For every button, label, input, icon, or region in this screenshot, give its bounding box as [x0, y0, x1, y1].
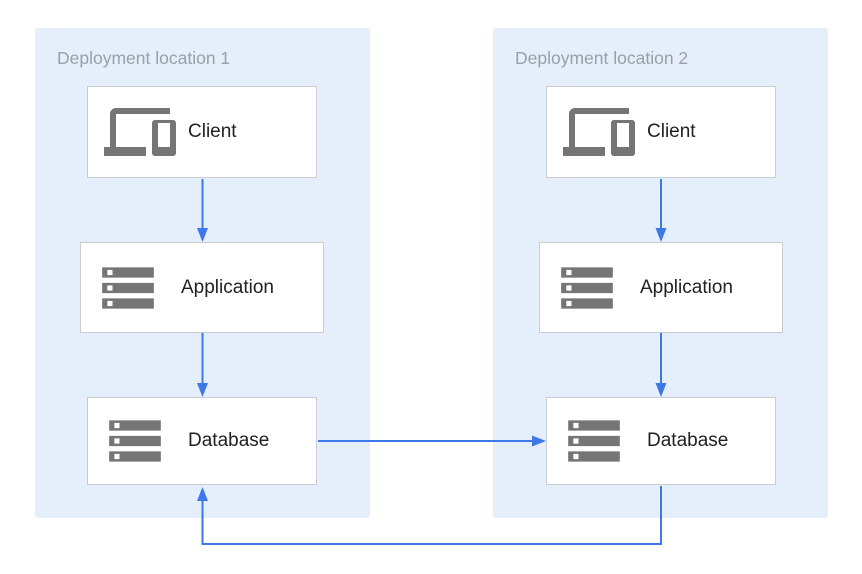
devices-icon [563, 96, 647, 168]
deployment-location-1-title: Deployment location 1 [57, 48, 231, 68]
server-stack-icon [97, 257, 181, 319]
node-location2-client: Client [546, 86, 776, 178]
node-label: Application [181, 276, 274, 298]
node-label: Client [647, 121, 696, 142]
devices-icon [104, 96, 188, 168]
server-stack-icon [556, 257, 640, 319]
node-location2-database: Database [546, 397, 776, 485]
node-location2-application: Application [539, 242, 783, 333]
node-label: Database [188, 430, 270, 451]
node-label: Application [640, 276, 733, 298]
node-location1-database: Database [87, 397, 317, 485]
server-stack-icon [563, 410, 647, 472]
server-stack-icon [104, 410, 188, 472]
node-location1-client: Client [87, 86, 317, 178]
deployment-location-2-title: Deployment location 2 [515, 48, 689, 68]
node-label: Client [188, 121, 237, 142]
node-label: Database [647, 430, 729, 451]
node-location1-application: Application [80, 242, 324, 333]
